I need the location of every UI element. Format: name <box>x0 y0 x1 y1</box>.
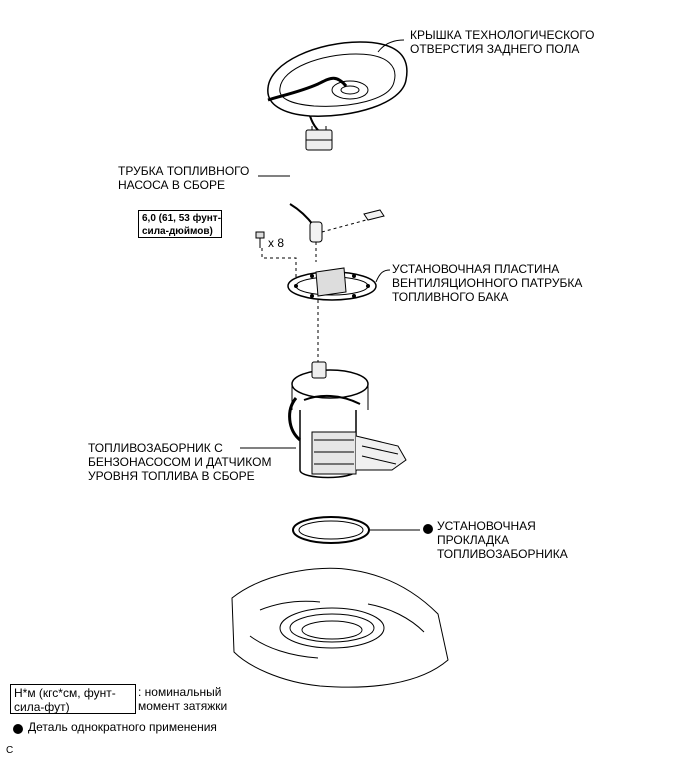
legend-unit-description: : номинальный момент затяжки <box>138 685 228 713</box>
single-use-marker-icon <box>423 524 433 534</box>
suction-tube-gasket <box>292 516 420 544</box>
fuel-suction-pump-assembly <box>256 361 407 479</box>
fuel-tank <box>231 567 449 688</box>
legend-single-use-text: Деталь однократного применения <box>28 720 217 734</box>
cover-label: КРЫШКА ТЕХНОЛОГИЧЕСКОГО ОТВЕРСТИЯ ЗАДНЕГ… <box>410 28 595 56</box>
torque-spec-box: 6,0 (61, 53 фунт- сила-дюймов) <box>138 210 222 238</box>
legend-unit-box: Н*м (кгс*см, фунт- сила-фут) <box>10 684 136 714</box>
tube-label: ТРУБКА ТОПЛИВНОГО НАСОСА В СБОРЕ <box>118 164 250 192</box>
legend-single-use-icon <box>13 724 23 734</box>
fuel-pump-tube <box>289 203 385 262</box>
bolt <box>255 231 297 280</box>
figure-code: C <box>6 745 14 756</box>
pump-assembly-label: ТОПЛИВОЗАБОРНИК С БЕНЗОНАСОСОМ И ДАТЧИКО… <box>88 441 272 483</box>
service-hole-cover <box>267 39 408 151</box>
plate-label: УСТАНОВОЧНАЯ ПЛАСТИНА ВЕНТИЛЯЦИОННОГО ПА… <box>392 262 583 304</box>
gasket-label: УСТАНОВОЧНАЯ ПРОКЛАДКА ТОПЛИВОЗАБОРНИКА <box>437 519 568 561</box>
bolt-count-label: x 8 <box>268 236 285 250</box>
vent-tube-set-plate <box>287 267 391 366</box>
